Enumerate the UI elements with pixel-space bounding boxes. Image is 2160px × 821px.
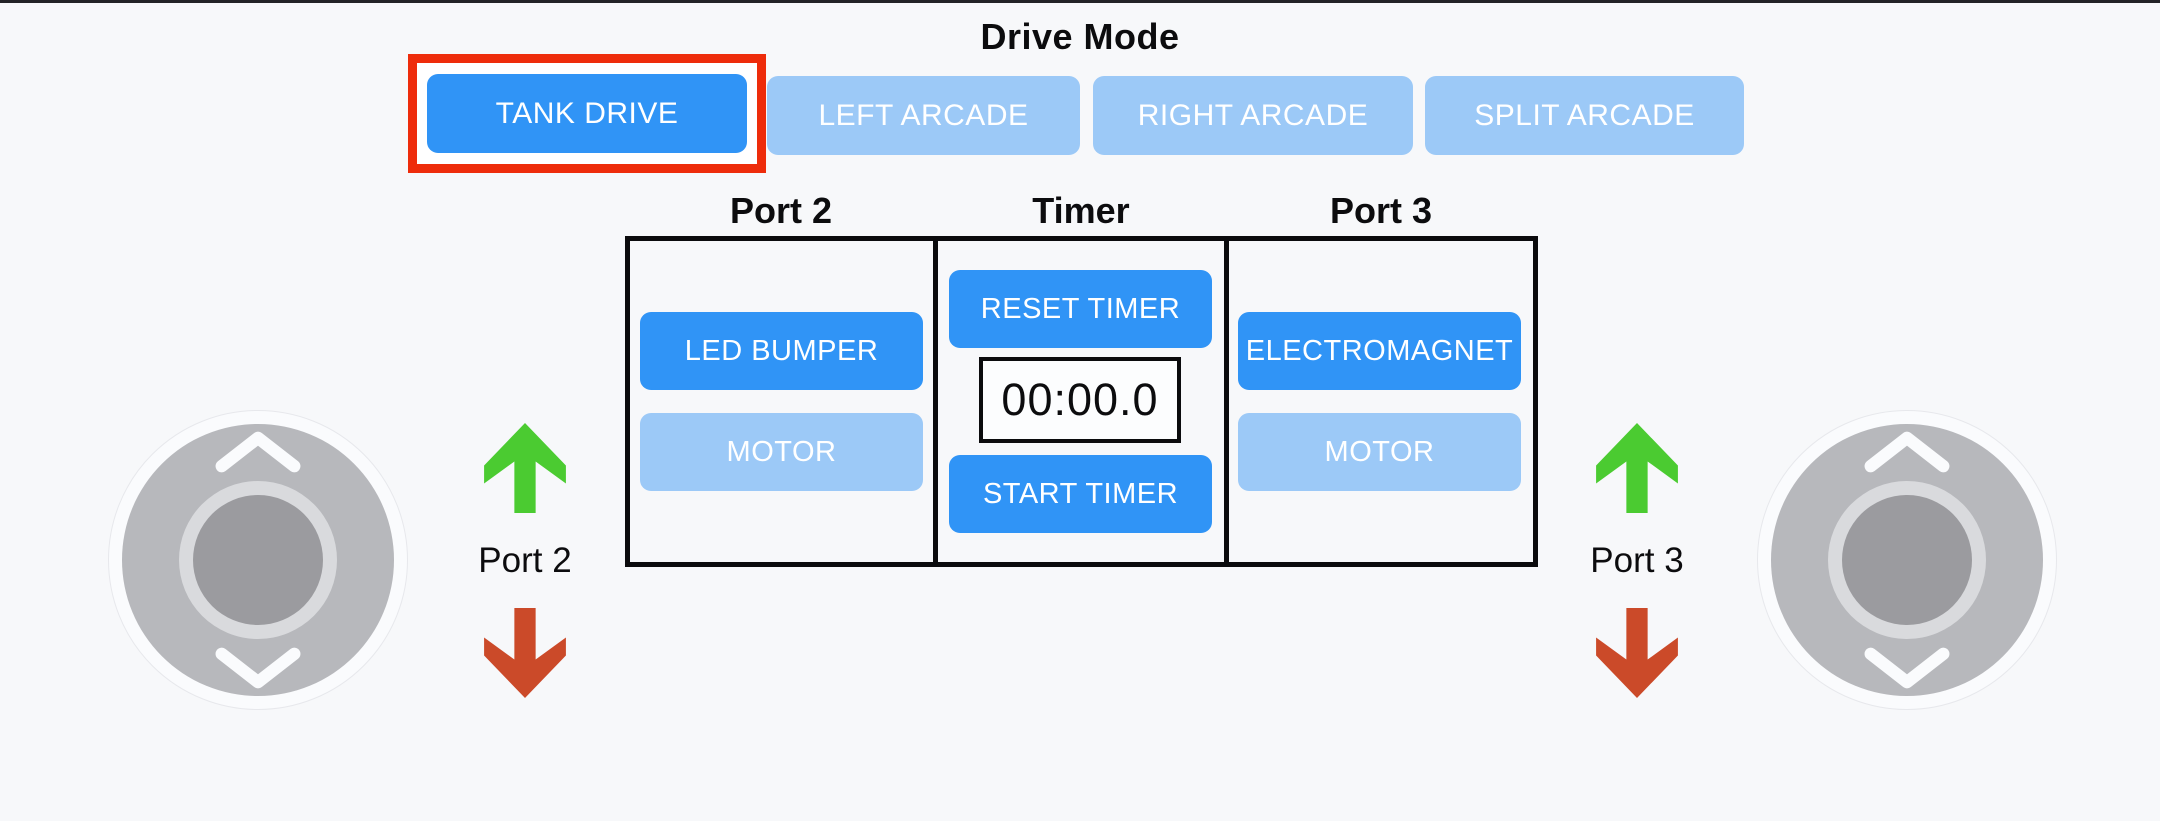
electromagnet-button[interactable]: ELECTROMAGNET <box>1238 312 1521 390</box>
start-timer-button[interactable]: START TIMER <box>949 455 1212 533</box>
selected-mode-highlight-box: TANK DRIVE <box>408 54 766 173</box>
split-arcade-button[interactable]: SPLIT ARCADE <box>1425 76 1744 155</box>
port2-down-arrow-icon[interactable] <box>484 608 566 698</box>
drive-mode-title: Drive Mode <box>980 16 1180 57</box>
port3-down-arrow-icon[interactable] <box>1596 608 1678 698</box>
reset-timer-button[interactable]: RESET TIMER <box>949 270 1212 348</box>
port2-motor-button[interactable]: MOTOR <box>640 413 923 491</box>
chevron-down-icon <box>215 647 301 689</box>
window-top-edge <box>0 0 2160 3</box>
port3-motor-button[interactable]: MOTOR <box>1238 413 1521 491</box>
port2-column-header: Port 2 <box>729 190 833 231</box>
chevron-up-icon <box>215 431 301 473</box>
port3-up-arrow-icon[interactable] <box>1596 423 1678 513</box>
left-joystick-knob[interactable] <box>193 495 323 625</box>
port3-column-header: Port 3 <box>1329 190 1433 231</box>
right-arcade-button[interactable]: RIGHT ARCADE <box>1093 76 1413 155</box>
port2-column <box>630 241 933 562</box>
left-arcade-button[interactable]: LEFT ARCADE <box>767 76 1080 155</box>
timer-column-header: Timer <box>1032 190 1130 231</box>
left-joystick[interactable] <box>108 410 408 710</box>
timer-display: 00:00.0 <box>979 357 1181 443</box>
tank-drive-button[interactable]: TANK DRIVE <box>427 74 747 153</box>
port3-column <box>1224 241 1533 562</box>
port2-side-label: Port 2 <box>478 541 572 580</box>
right-joystick[interactable] <box>1757 410 2057 710</box>
port3-side-label: Port 3 <box>1590 541 1684 580</box>
port2-up-arrow-icon[interactable] <box>484 423 566 513</box>
right-joystick-knob[interactable] <box>1842 495 1972 625</box>
chevron-down-icon <box>1864 647 1950 689</box>
control-panel-table: LED BUMPER MOTOR RESET TIMER 00:00.0 STA… <box>625 236 1538 567</box>
timer-column <box>933 241 1224 562</box>
led-bumper-button[interactable]: LED BUMPER <box>640 312 923 390</box>
chevron-up-icon <box>1864 431 1950 473</box>
